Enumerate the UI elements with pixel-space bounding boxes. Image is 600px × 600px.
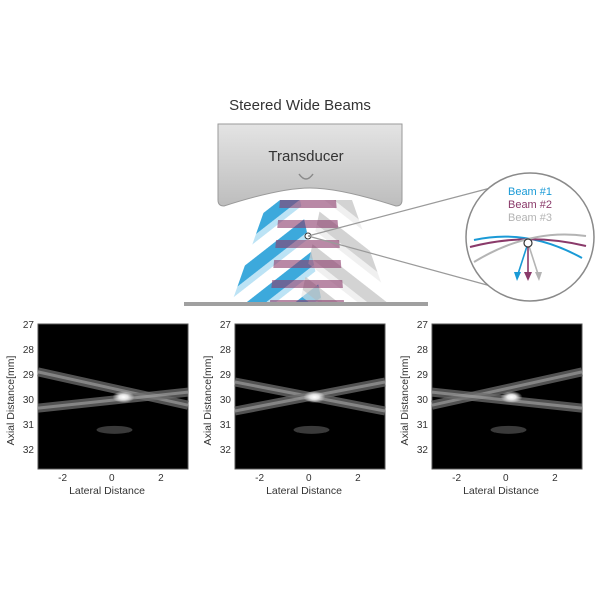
focal-spot [112, 391, 135, 404]
x-axis-label: Lateral Distance [463, 485, 539, 497]
sidelobe [490, 425, 527, 434]
x-tick-label: -2 [58, 473, 67, 484]
beam-fan [232, 200, 388, 302]
y-tick-label: 30 [23, 395, 35, 406]
focal-spot [303, 391, 326, 404]
x-tick-label: 2 [158, 473, 164, 484]
y-tick-label: 29 [220, 370, 232, 381]
y-tick-label: 28 [23, 345, 35, 356]
y-tick-label: 32 [417, 445, 429, 456]
y-tick-label: 27 [23, 320, 35, 331]
y-tick-label: 29 [23, 370, 35, 381]
y-tick-label: 32 [220, 445, 232, 456]
x-axis-label: Lateral Distance [266, 485, 342, 497]
y-tick-label: 32 [23, 445, 35, 456]
x-tick-label: 0 [109, 473, 115, 484]
beam-1-label: Beam #1 [508, 186, 552, 198]
focal-spot [500, 391, 523, 404]
x-tick-label: 2 [355, 473, 361, 484]
x-tick-label: -2 [452, 473, 461, 484]
diagram-title: Steered Wide Beams [229, 97, 371, 114]
y-tick-label: 31 [417, 420, 429, 431]
y-tick-label: 28 [417, 345, 429, 356]
skin-surface-line [184, 302, 428, 306]
x-tick-label: 0 [306, 473, 312, 484]
y-tick-label: 28 [220, 345, 232, 356]
beam-band-core [431, 370, 583, 407]
y-tick-label: 27 [220, 320, 232, 331]
chevron-down-icon [298, 173, 314, 180]
sidelobe [96, 425, 133, 434]
y-axis-label: Axial Distance[mm] [5, 355, 17, 445]
transducer: Transducer [217, 123, 403, 207]
sidelobe [293, 425, 330, 434]
beam-3-label: Beam #3 [508, 212, 552, 224]
x-tick-label: 0 [503, 473, 509, 484]
zoom-connector [307, 185, 499, 289]
y-tick-label: 29 [417, 370, 429, 381]
beam-zoom-inset: Beam #1 Beam #2 Beam #3 [465, 172, 595, 302]
transducer-label: Transducer [268, 148, 343, 165]
x-tick-label: 2 [552, 473, 558, 484]
y-tick-label: 30 [220, 395, 232, 406]
y-tick-label: 31 [23, 420, 35, 431]
beam-band-core [37, 390, 189, 410]
beam-2-label: Beam #2 [508, 199, 552, 211]
y-tick-label: 31 [220, 420, 232, 431]
y-tick-label: 30 [417, 395, 429, 406]
y-axis-label: Axial Distance[mm] [202, 355, 214, 445]
x-axis-label: Lateral Distance [69, 485, 145, 497]
y-tick-label: 27 [417, 320, 429, 331]
beam-band-core [37, 370, 189, 407]
x-tick-label: -2 [255, 473, 264, 484]
y-axis-label: Axial Distance[mm] [399, 355, 411, 445]
